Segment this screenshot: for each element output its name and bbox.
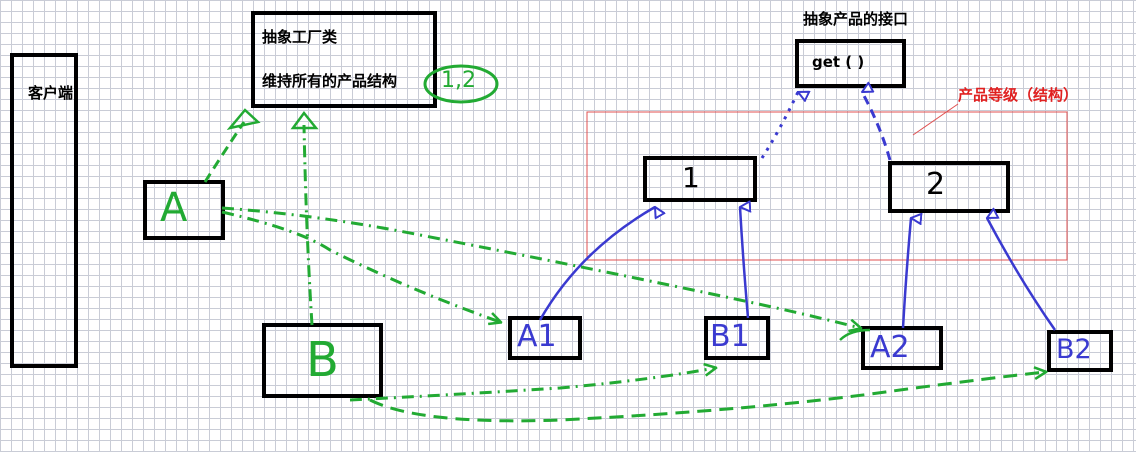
factory-note: 1,2 xyxy=(441,68,476,93)
product-2-box xyxy=(888,161,1010,213)
product-level-pointer xyxy=(912,103,959,136)
product-a1-label: A1 xyxy=(517,319,557,354)
factory-b-to-abstract xyxy=(302,124,314,326)
factory-note-circle xyxy=(423,64,499,104)
factory-a-box xyxy=(143,180,225,240)
factory-b-arrowhead xyxy=(290,110,319,130)
product-level-label: 产品等级（结构） xyxy=(958,86,1079,104)
a-creates-a1 xyxy=(221,210,500,322)
impl-1-to-interface xyxy=(760,92,798,159)
b-creates-b2 xyxy=(369,372,1045,423)
a-creates-a2-tail xyxy=(839,328,871,341)
inherit-b2-to-2 xyxy=(987,218,1057,331)
client-label: 客户端 xyxy=(28,84,74,102)
product-b2-box xyxy=(1047,330,1113,372)
impl-2-to-interface xyxy=(862,92,892,161)
product-1-box xyxy=(643,156,757,202)
interface-method: get ( ) xyxy=(812,53,865,71)
b-creates-b1 xyxy=(349,368,715,402)
factory-b-label: B xyxy=(306,332,339,388)
product-a2-box xyxy=(861,326,943,370)
factory-b-box xyxy=(262,323,383,398)
inherit-a2-to-2 xyxy=(901,218,911,329)
product-level-frame xyxy=(586,111,1068,261)
interface-title: 抽象产品的接口 xyxy=(803,10,909,28)
factory-title: 抽象工厂类 xyxy=(262,28,338,46)
inherit-b1-to-1 xyxy=(740,207,748,319)
product-b2-label: B2 xyxy=(1056,334,1092,365)
product-2-label: 2 xyxy=(926,167,946,202)
product-b1-label: B1 xyxy=(710,319,750,354)
factory-subtitle: 维持所有的产品结构 xyxy=(262,72,398,90)
inherit-a1-to-1 xyxy=(538,207,655,321)
product-1-label: 1 xyxy=(682,161,700,194)
abstract-factory-box xyxy=(251,11,437,108)
product-b1-box xyxy=(704,316,770,360)
client-box xyxy=(10,53,78,368)
a-creates-a2 xyxy=(221,206,860,328)
factory-a-arrowhead xyxy=(226,108,261,130)
factory-a-label: A xyxy=(160,185,188,231)
product-a1-box xyxy=(508,316,582,360)
factory-a-to-abstract xyxy=(203,121,246,183)
interface-box xyxy=(795,39,906,88)
product-a2-label: A2 xyxy=(870,330,910,365)
